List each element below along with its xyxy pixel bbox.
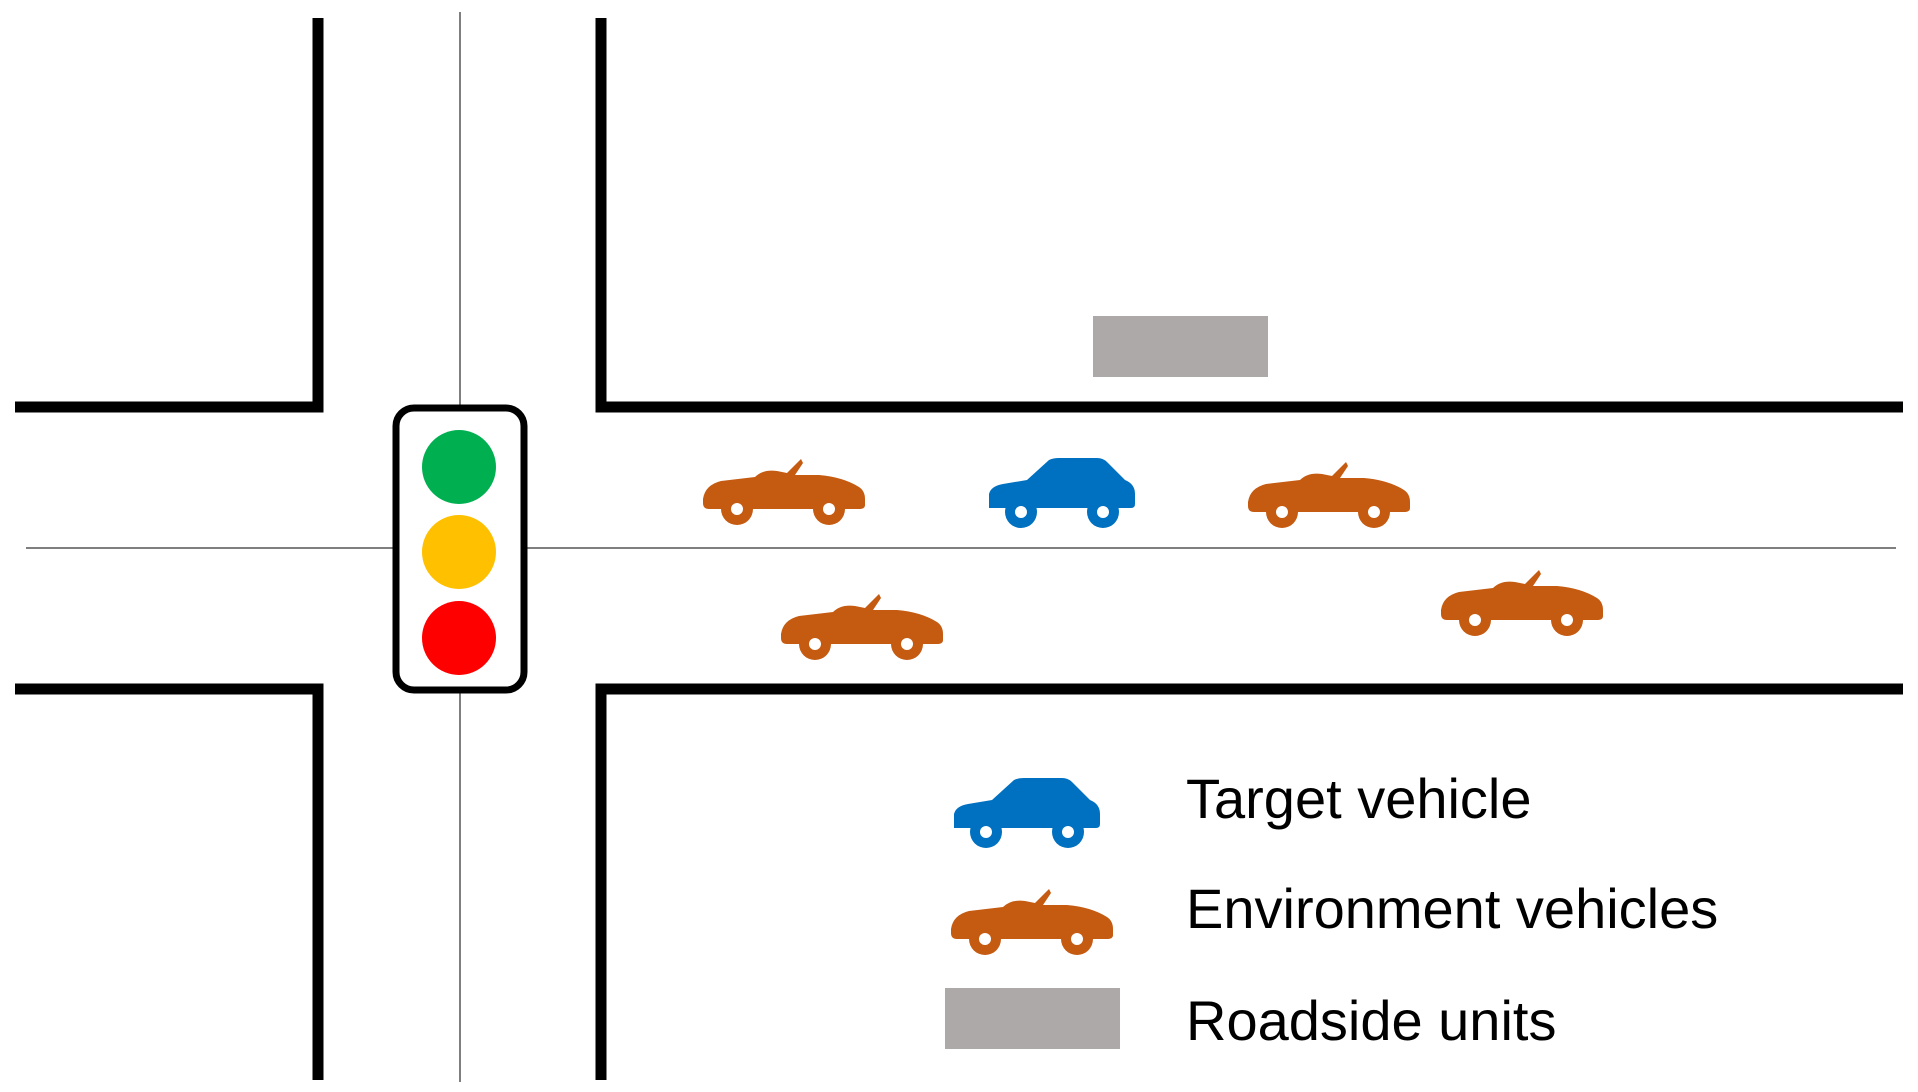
- legend: Target vehicle Environment vehicles Road…: [945, 767, 1718, 1052]
- curb-upper-left: [15, 18, 324, 413]
- red-light-icon: [422, 601, 496, 675]
- environment-vehicle: [1441, 570, 1603, 636]
- curb-lower-right: [595, 683, 1903, 1080]
- environment-vehicle: [781, 594, 943, 660]
- legend-label-target: Target vehicle: [1186, 767, 1532, 830]
- convertible-icon: [951, 889, 1113, 955]
- environment-vehicle: [703, 459, 865, 525]
- legend-item-environment: Environment vehicles: [951, 877, 1718, 955]
- sedan-icon: [954, 778, 1100, 848]
- environment-vehicle: [1248, 462, 1410, 528]
- curb-lower-left: [15, 683, 324, 1080]
- yellow-light-icon: [422, 515, 496, 589]
- roadside-unit: [1093, 316, 1268, 377]
- curb-upper-right: [595, 18, 1903, 413]
- green-light-icon: [422, 430, 496, 504]
- legend-item-target: Target vehicle: [954, 767, 1532, 848]
- legend-label-environment: Environment vehicles: [1186, 877, 1718, 940]
- target-vehicle: [989, 458, 1135, 528]
- traffic-light: [392, 404, 528, 694]
- legend-label-roadside: Roadside units: [1186, 989, 1556, 1052]
- legend-item-roadside: Roadside units: [945, 988, 1556, 1052]
- roadside-unit-icon: [945, 988, 1120, 1049]
- road-edges: [15, 18, 1903, 1080]
- road-vehicles: [703, 458, 1603, 660]
